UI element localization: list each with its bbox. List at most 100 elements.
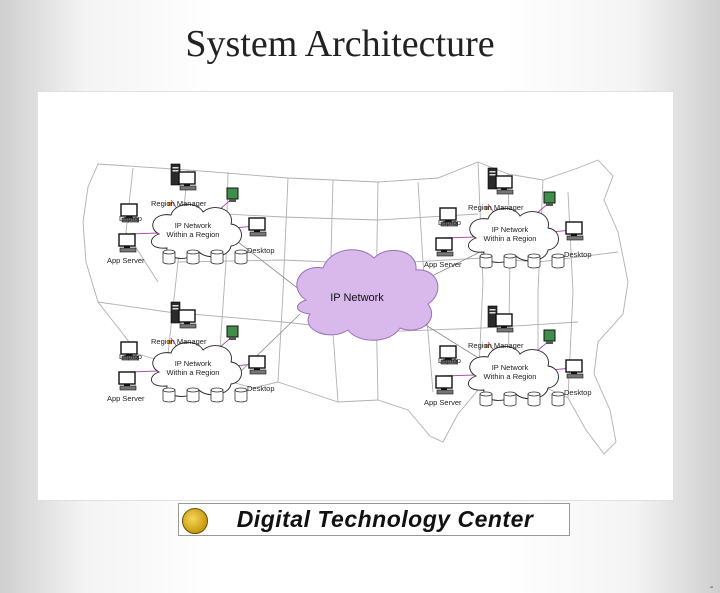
database-top <box>503 253 517 259</box>
keyboard <box>119 385 137 391</box>
tower-drive <box>172 305 179 307</box>
manager-monitor <box>495 175 514 195</box>
monitor-neck <box>126 354 132 356</box>
desktop-monitor <box>565 359 584 379</box>
desktop-monitor <box>248 217 267 237</box>
database-body <box>234 252 248 265</box>
monitor-neck <box>441 250 447 252</box>
app-server-label: App Server <box>424 260 462 269</box>
monitor-screen <box>248 217 266 231</box>
logo-text: Digital Technology Center <box>236 506 534 532</box>
database-icon <box>503 391 517 407</box>
database-body <box>210 252 224 265</box>
database-top <box>551 253 565 259</box>
database-icon <box>503 253 517 269</box>
laptop-monitor <box>120 203 139 223</box>
logo-emblem-icon <box>182 508 208 534</box>
monitor-screen <box>118 233 136 247</box>
database-body <box>551 394 565 407</box>
database-body <box>234 390 248 403</box>
tower-drive <box>489 174 496 176</box>
region-to-core-link <box>237 241 301 291</box>
database-top <box>234 387 248 393</box>
workstation-base <box>546 203 553 206</box>
database-body <box>186 390 200 403</box>
region-network-label: IP Network <box>492 363 529 372</box>
monitor-screen <box>565 221 583 235</box>
database-top <box>210 249 224 255</box>
desktop-label: Desktop <box>564 250 592 259</box>
monitor-screen <box>248 355 266 369</box>
laptop-monitor <box>120 341 139 361</box>
laptop-monitor <box>439 345 458 365</box>
keyboard <box>440 359 458 365</box>
laptop-label: Laptop <box>438 356 461 365</box>
desktop-monitor <box>248 355 267 375</box>
keyboard <box>496 189 514 195</box>
database-icon <box>210 249 224 265</box>
monitor-neck <box>571 372 577 374</box>
keyboard <box>436 251 454 257</box>
server-monitor <box>118 371 137 391</box>
database-icon <box>210 387 224 403</box>
slide-title: System Architecture <box>185 23 495 65</box>
database-icon <box>186 249 200 265</box>
workstation-base <box>229 337 236 340</box>
monitor-neck <box>124 384 130 386</box>
laptop-label: Laptop <box>119 214 142 223</box>
central-ip-network: IP Network <box>296 249 439 341</box>
tower-drive <box>489 312 496 314</box>
database-top <box>186 387 200 393</box>
database-top <box>162 249 176 255</box>
database-body <box>527 394 541 407</box>
database-top <box>527 391 541 397</box>
database-top <box>210 387 224 393</box>
dtc-logo: Digital Technology Center <box>178 503 570 536</box>
region-network-label: Within a Region <box>167 368 220 377</box>
region-network-label: Within a Region <box>167 230 220 239</box>
keyboard <box>121 217 139 223</box>
monitor-neck <box>445 220 451 222</box>
region-manager-label: Region Manager <box>151 337 207 346</box>
workstation-base <box>229 199 236 202</box>
state-line <box>217 171 229 379</box>
keyboard <box>179 185 197 191</box>
keyboard <box>436 389 454 395</box>
manager-monitor <box>178 309 197 329</box>
database-body <box>503 256 517 269</box>
region-manager-label: Region Manager <box>468 341 524 350</box>
manager-monitor <box>178 171 197 191</box>
region-manager-label: Region Manager <box>151 199 207 208</box>
monitor-screen <box>178 309 196 323</box>
monitor-neck <box>126 216 132 218</box>
database-body <box>186 252 200 265</box>
region-manager-label: Region Manager <box>468 203 524 212</box>
database-icon <box>234 249 248 265</box>
tower-drive <box>489 309 496 311</box>
workstation-screen <box>543 329 556 342</box>
region-network-label: IP Network <box>492 225 529 234</box>
server-monitor <box>435 237 454 257</box>
database-body <box>210 390 224 403</box>
region-network-label: Within a Region <box>484 372 537 381</box>
monitor-neck <box>501 326 507 328</box>
database-top <box>186 249 200 255</box>
database-top <box>162 387 176 393</box>
monitor-screen <box>495 313 513 327</box>
database-icon <box>162 387 176 403</box>
state-line <box>477 161 484 391</box>
workstation-screen <box>226 187 239 200</box>
monitor-neck <box>124 246 130 248</box>
app-server-label: App Server <box>424 398 462 407</box>
database-body <box>162 390 176 403</box>
workstation-icon <box>543 191 556 206</box>
database-top <box>503 391 517 397</box>
monitor-screen <box>178 171 196 185</box>
database-top <box>479 253 493 259</box>
workstation-icon <box>226 187 239 202</box>
monitor-neck <box>571 234 577 236</box>
